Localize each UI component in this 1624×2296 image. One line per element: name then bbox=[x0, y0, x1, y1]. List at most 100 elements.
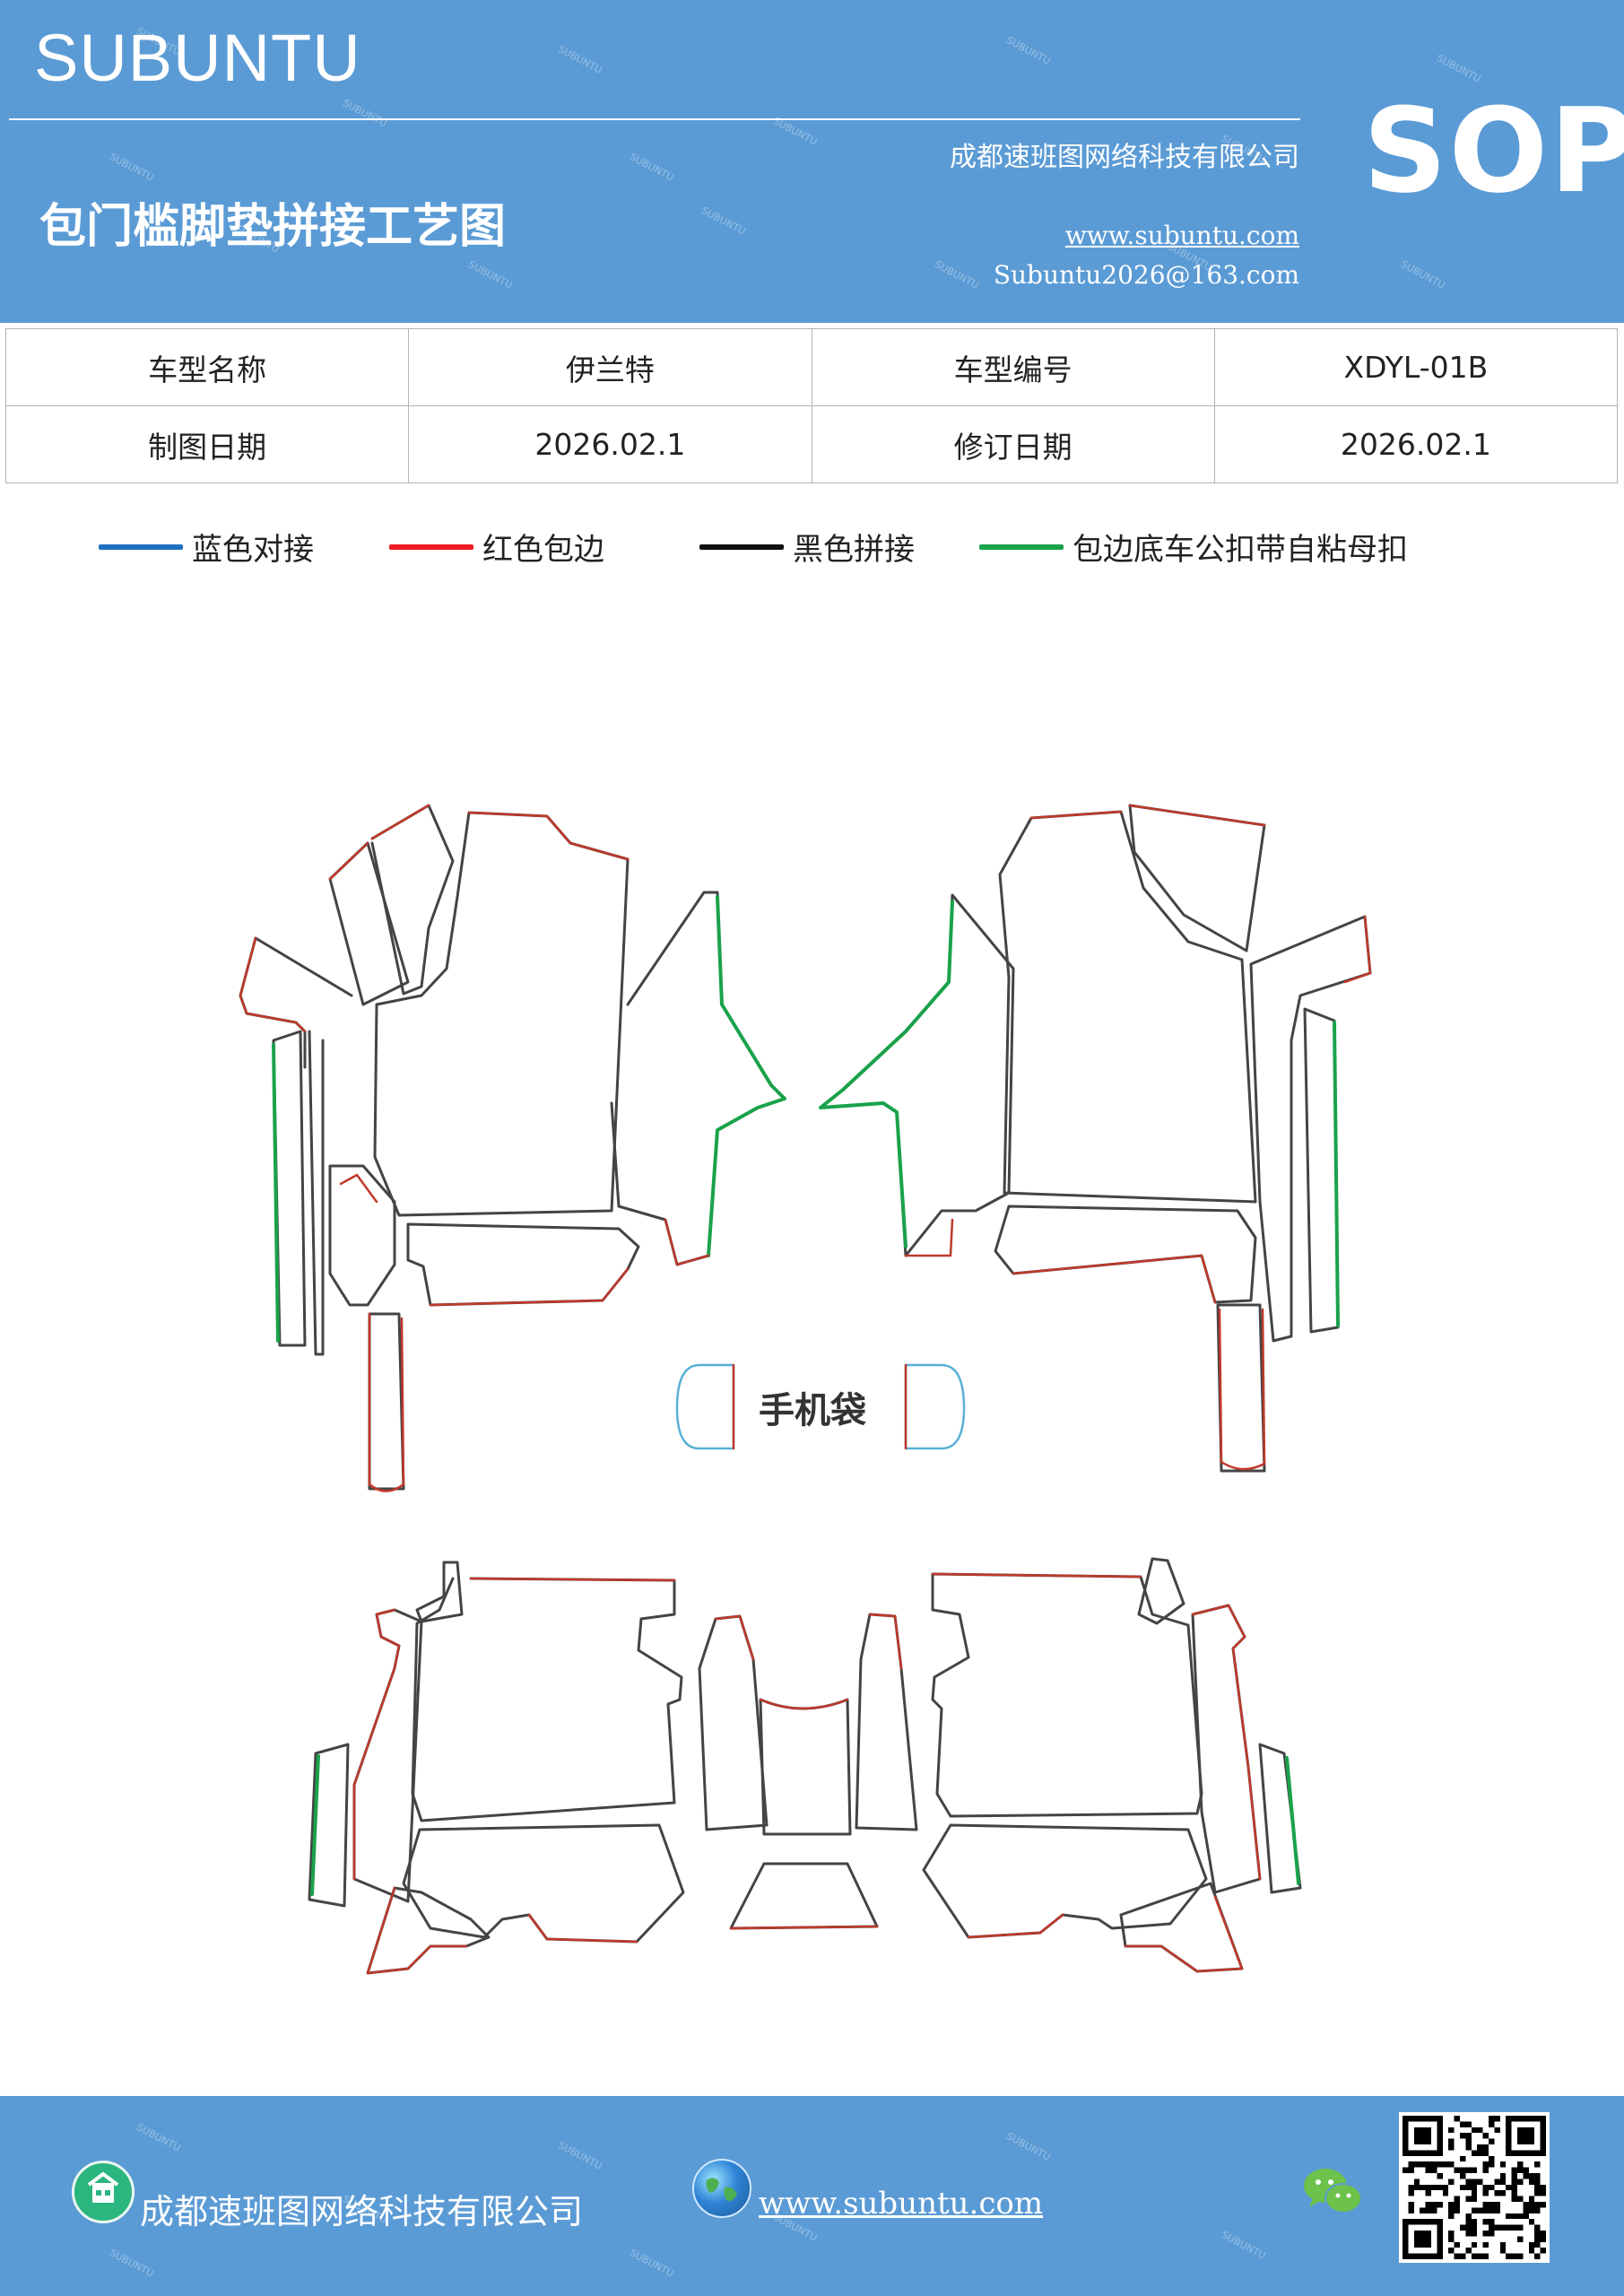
mat-edge-red bbox=[467, 811, 630, 861]
mat-edge-red bbox=[370, 804, 430, 840]
legend-label: 蓝色对接 bbox=[192, 532, 314, 568]
watermark-text: SUBUNTU bbox=[135, 2121, 183, 2154]
table-cell-value: XDYL-01B bbox=[1213, 328, 1619, 406]
rear-center-mat-group bbox=[698, 1613, 918, 1930]
mat-piece bbox=[1137, 1557, 1185, 1625]
mat-edge-red bbox=[1029, 810, 1123, 820]
mat-piece bbox=[1191, 1604, 1262, 1894]
legend-label: 包边底车公扣带自粘母扣 bbox=[1073, 532, 1408, 568]
mat-edge-red bbox=[339, 1173, 378, 1204]
mat-piece bbox=[308, 1030, 325, 1356]
table-row: 车型名称 伊兰特 车型编号 XDYL-01B bbox=[4, 328, 1619, 406]
footer-website-link[interactable]: www.subuntu.com bbox=[759, 2186, 1044, 2222]
mat-edge-red bbox=[904, 1218, 954, 1257]
mat-edge-green bbox=[707, 895, 786, 1257]
mat-piece bbox=[855, 1613, 918, 1831]
front-right-mat-group bbox=[819, 804, 1372, 1473]
table-cell-value: 2026.02.1 bbox=[408, 405, 812, 483]
mat-edge-green bbox=[819, 900, 954, 1248]
mat-edge-red bbox=[527, 1913, 638, 1944]
mat-edge-red bbox=[714, 1614, 755, 1661]
legend-swatch-green bbox=[979, 544, 1064, 550]
mat-piece bbox=[994, 1205, 1257, 1304]
mat-edge-red bbox=[729, 1925, 879, 1930]
legend-item-green: 包边底车公扣带自粘母扣 bbox=[979, 525, 1408, 569]
mat-piece bbox=[729, 1862, 879, 1930]
mat-edge-red bbox=[967, 1913, 1064, 1939]
table-cell-value: 伊兰特 bbox=[408, 328, 812, 406]
table-row: 制图日期 2026.02.1 修订日期 2026.02.1 bbox=[4, 405, 1619, 483]
rear-right-mat-group bbox=[922, 1557, 1302, 1973]
phone-pocket-label: 手机袋 bbox=[759, 1390, 866, 1431]
mat-edge-red bbox=[239, 936, 307, 1033]
globe-icon bbox=[692, 2159, 751, 2218]
mat-piece bbox=[1216, 1303, 1266, 1473]
qr-code[interactable] bbox=[1399, 2112, 1550, 2263]
header-email: Subuntu2026@163.com bbox=[993, 260, 1299, 290]
watermark-text: SUBUNTU bbox=[108, 2247, 156, 2280]
mat-edge-green bbox=[1285, 1756, 1300, 1885]
mat-piece bbox=[819, 893, 1015, 1257]
legend-item-blue: 蓝色对接 bbox=[99, 525, 314, 569]
header-divider bbox=[9, 118, 1300, 120]
mat-piece bbox=[1258, 1743, 1302, 1894]
mat-edge-red bbox=[366, 1886, 468, 1975]
mat-piece bbox=[1128, 804, 1266, 952]
phone-pocket-left bbox=[675, 1363, 735, 1450]
mat-piece bbox=[759, 1698, 852, 1836]
table-cell-label: 车型编号 bbox=[811, 328, 1215, 406]
mat-edge-red bbox=[931, 1572, 1142, 1578]
mat-piece bbox=[373, 811, 630, 1217]
mat-piece bbox=[922, 1823, 1208, 1939]
wechat-icon bbox=[1302, 2164, 1365, 2220]
mat-edge-green bbox=[310, 1754, 320, 1896]
mat-edge-red bbox=[368, 1312, 405, 1492]
mat-piece bbox=[308, 1743, 350, 1908]
vehicle-info-table: 车型名称 伊兰特 车型编号 XDYL-01B 制图日期 2026.02.1 修订… bbox=[4, 328, 1619, 483]
mat-piece bbox=[254, 936, 353, 997]
legend-swatch-red bbox=[389, 544, 473, 550]
home-icon bbox=[72, 2161, 135, 2223]
mat-edge-red bbox=[1012, 1254, 1217, 1304]
mat-edge-red bbox=[1128, 804, 1266, 827]
mat-piece bbox=[610, 891, 786, 1266]
legend-swatch-black bbox=[699, 544, 784, 550]
mat-edge-red bbox=[1343, 915, 1372, 984]
watermark-text: SUBUNTU bbox=[556, 2139, 604, 2172]
mat-edge-red bbox=[352, 1608, 401, 1881]
table-cell-label: 制图日期 bbox=[4, 405, 410, 483]
mat-piece bbox=[402, 1823, 685, 1944]
color-legend: 蓝色对接 红色包边 黑色拼接 包边底车公扣带自粘母扣 bbox=[0, 525, 1624, 570]
mat-edge-red bbox=[759, 1698, 849, 1710]
phone-pocket-right bbox=[904, 1363, 966, 1450]
footer-company: 成都速班图网络科技有限公司 bbox=[140, 2192, 584, 2231]
legend-item-red: 红色包边 bbox=[389, 525, 604, 569]
mat-edge-green bbox=[1333, 1021, 1340, 1327]
front-left-mat-group bbox=[239, 804, 786, 1492]
table-cell-value: 2026.02.1 bbox=[1213, 405, 1619, 483]
legend-label: 黑色拼接 bbox=[793, 532, 915, 568]
watermark-text: SUBUNTU bbox=[1220, 2229, 1268, 2262]
mat-edge-green bbox=[272, 1043, 280, 1343]
header-website-link[interactable]: www.subuntu.com bbox=[1064, 221, 1299, 250]
page-title: 包门槛脚垫拼接工艺图 bbox=[39, 199, 507, 254]
legend-label: 红色包边 bbox=[482, 532, 604, 568]
mat-piece bbox=[411, 1577, 683, 1822]
brand-name: SUBUNTU bbox=[34, 21, 361, 95]
watermark-text: SUBUNTU bbox=[628, 2247, 676, 2280]
footer-banner: SUBUNTU SUBUNTU SUBUNTU SUBUNTU SUBUNTU SUBUN… bbox=[0, 2096, 1624, 2296]
phone-pocket-group bbox=[675, 1363, 966, 1450]
mat-edge-red bbox=[1124, 1895, 1244, 1973]
legend-swatch-blue bbox=[99, 544, 183, 550]
table-cell-label: 车型名称 bbox=[4, 328, 410, 406]
mat-piece bbox=[406, 1222, 640, 1307]
sop-badge: SOP bbox=[1363, 83, 1624, 219]
mat-piece bbox=[368, 1312, 405, 1491]
mat-piece bbox=[931, 1572, 1203, 1818]
watermark-text: SUBUNTU bbox=[1004, 2130, 1053, 2163]
mat-edge-red bbox=[1218, 1308, 1266, 1471]
mat-piece bbox=[1303, 1007, 1340, 1334]
mat-piece bbox=[370, 804, 455, 996]
